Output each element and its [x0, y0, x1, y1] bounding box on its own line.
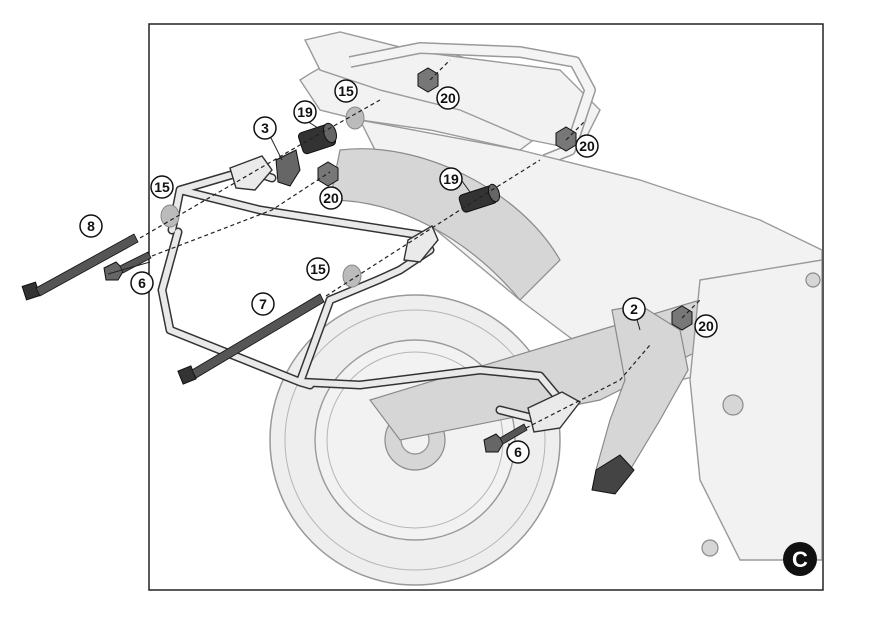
- svg-text:C: C: [792, 547, 808, 572]
- step-badge: C: [783, 542, 817, 576]
- callout-7: 7: [251, 292, 275, 316]
- bolt-part-6-left: [103, 251, 152, 281]
- assembly-guide-lines: [139, 59, 701, 429]
- svg-text:7: 7: [259, 296, 267, 312]
- callout-20-right-top: 20: [575, 134, 599, 158]
- callout-6-right: 6: [506, 440, 530, 464]
- svg-text:15: 15: [154, 179, 170, 195]
- exhaust: [329, 148, 561, 301]
- svg-text:6: 6: [514, 444, 522, 460]
- nut-20: [417, 67, 439, 93]
- svg-text:20: 20: [323, 190, 339, 206]
- svg-text:20: 20: [579, 138, 595, 154]
- bolt-part-6-right: [483, 423, 528, 453]
- callout-19-lower: 19: [439, 167, 463, 191]
- callout-3: 3: [253, 116, 277, 140]
- washer-15: [160, 204, 180, 228]
- callout-15-middle: 15: [306, 257, 330, 281]
- svg-text:19: 19: [297, 104, 313, 120]
- callout-20-middle: 20: [319, 186, 343, 210]
- svg-text:8: 8: [87, 218, 95, 234]
- pannier-frame: [157, 155, 582, 433]
- frame-bolt: [805, 272, 821, 288]
- rear-mount-plate: [527, 391, 582, 433]
- callout-20-top: 20: [436, 86, 460, 110]
- washer-15: [342, 264, 362, 288]
- svg-text:6: 6: [138, 275, 146, 291]
- callout-19-upper: 19: [293, 100, 317, 124]
- callout-20-right: 20: [694, 314, 718, 338]
- callout-8: 8: [79, 214, 103, 238]
- svg-text:19: 19: [443, 171, 459, 187]
- washer-15: [345, 106, 365, 130]
- frame-bolt: [722, 394, 744, 416]
- front-mount-plate: [403, 224, 439, 263]
- bolt-part-7: [177, 293, 325, 385]
- svg-text:3: 3: [261, 120, 269, 136]
- svg-text:20: 20: [698, 318, 714, 334]
- svg-text:2: 2: [630, 301, 638, 317]
- svg-text:20: 20: [440, 90, 456, 106]
- callout-15-top: 15: [334, 79, 358, 103]
- callout-15-left: 15: [150, 175, 174, 199]
- engine-side: [689, 259, 822, 561]
- bolt-part-8: [21, 233, 139, 301]
- footpeg: [591, 454, 635, 495]
- axle-nut: [701, 539, 719, 557]
- svg-text:15: 15: [338, 83, 354, 99]
- svg-text:15: 15: [310, 261, 326, 277]
- callout-6-left: 6: [130, 271, 154, 295]
- spacer-19-upper: [297, 122, 337, 155]
- callout-2: 2: [622, 297, 646, 321]
